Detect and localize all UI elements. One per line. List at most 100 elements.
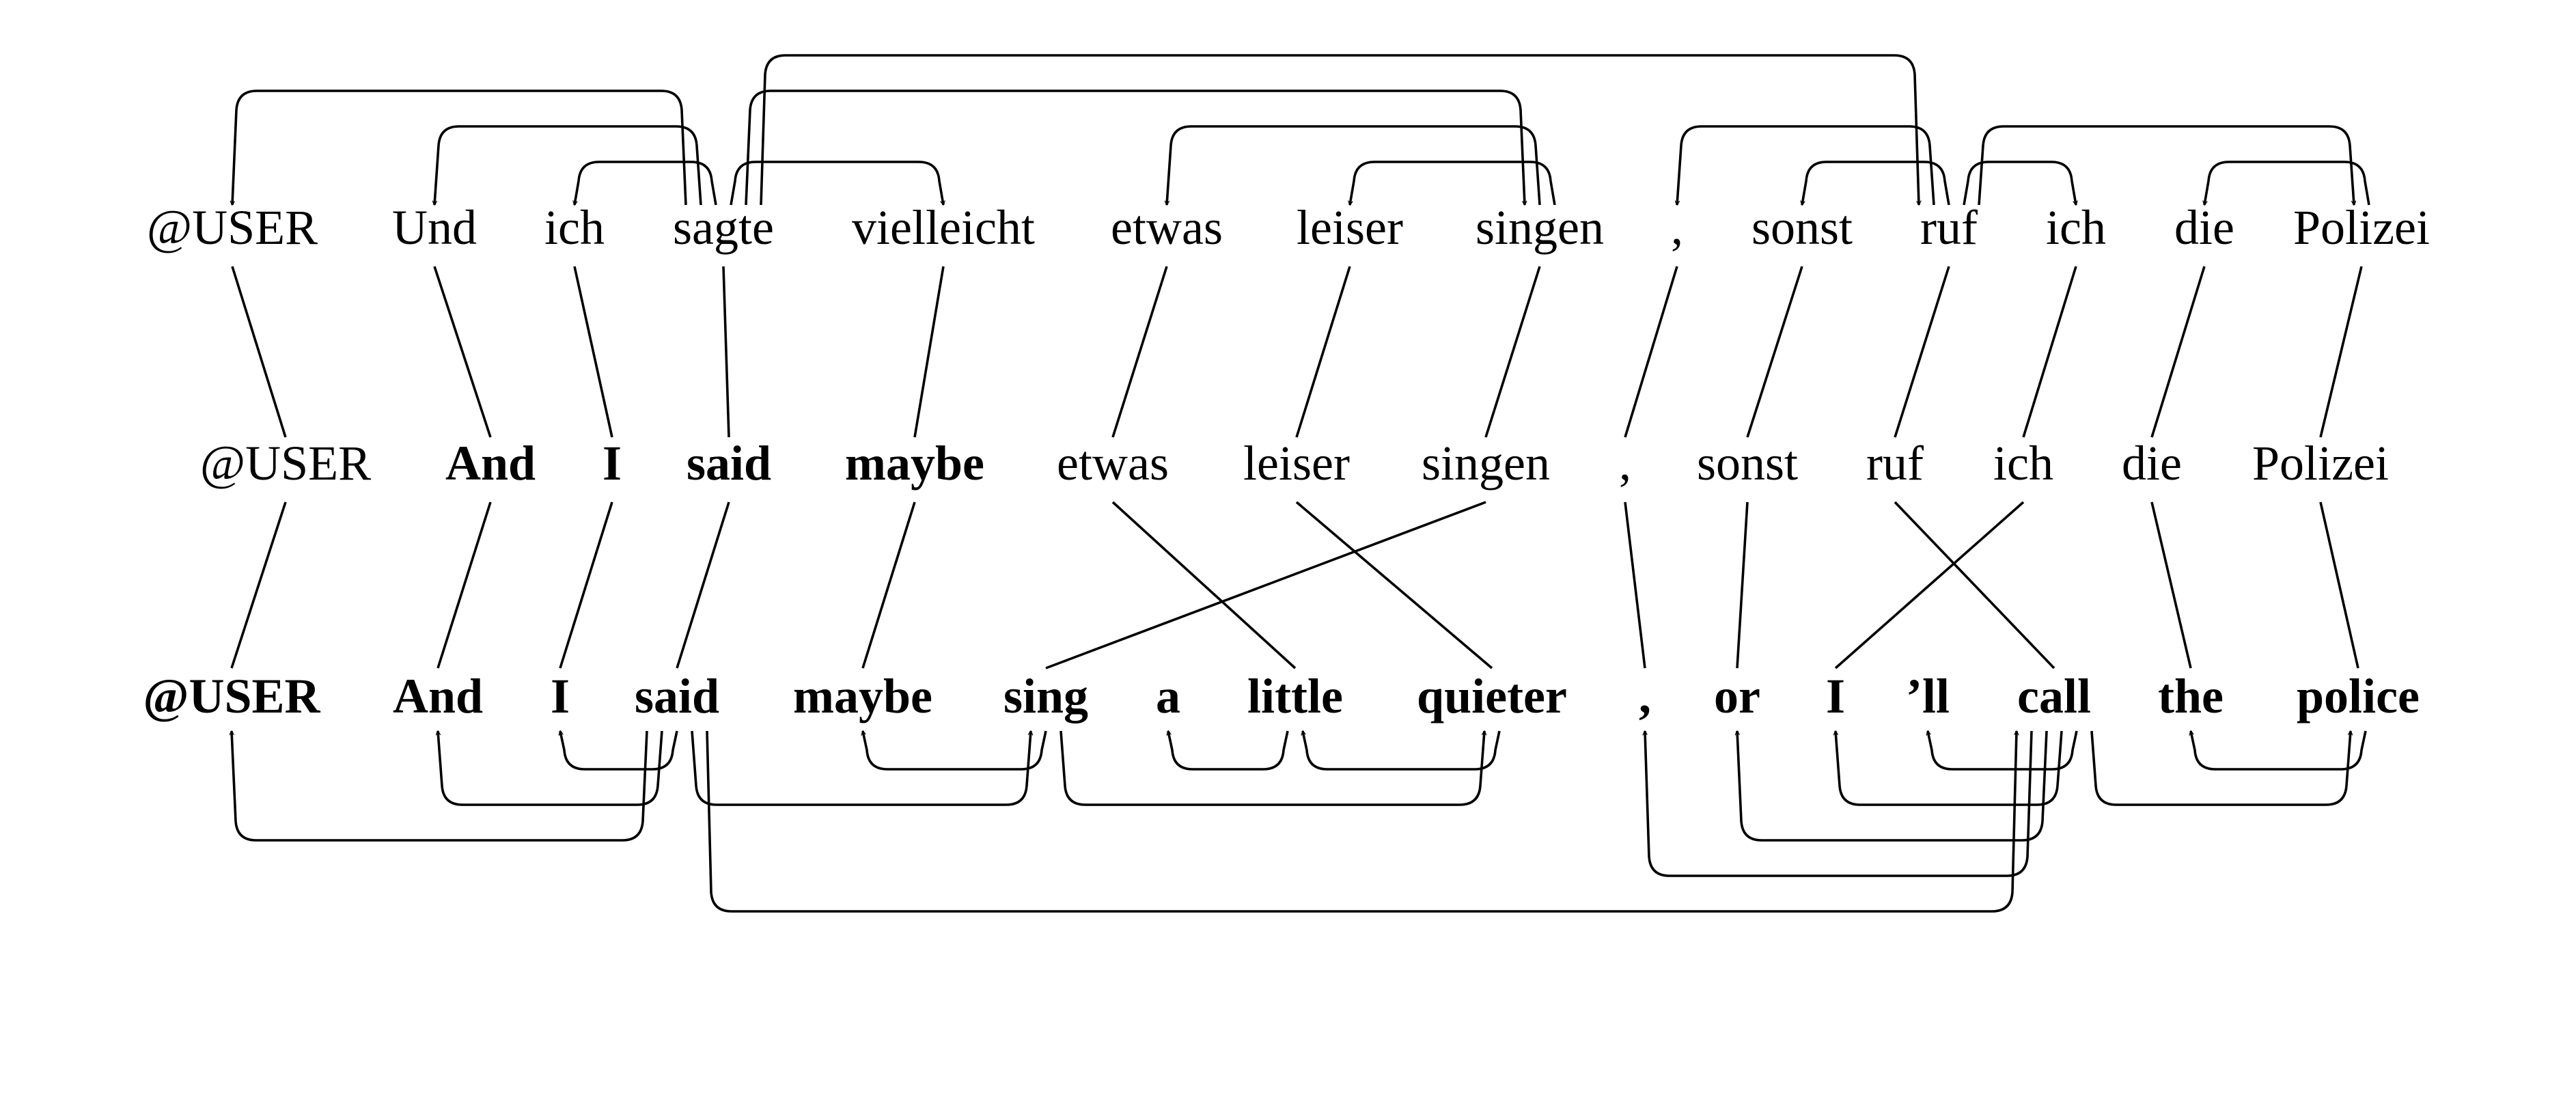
- alignment-line: [722, 266, 730, 438]
- alignment-line: [2150, 501, 2192, 669]
- dependency-arc: [863, 731, 1047, 771]
- token: Polizei: [2252, 436, 2389, 491]
- alignment-line: [1295, 266, 1351, 438]
- token: said: [635, 669, 719, 723]
- token: leiser: [1243, 436, 1350, 491]
- token: etwas: [1057, 436, 1169, 491]
- dependency-arc: [2090, 731, 2351, 806]
- alignment-line: [676, 501, 730, 669]
- dependency-arc: [1928, 731, 2078, 771]
- token: quieter: [1417, 669, 1567, 723]
- token: sagte: [673, 200, 774, 255]
- token: a: [1156, 669, 1180, 723]
- dependency-arc: [745, 89, 1525, 205]
- token: sonst: [1751, 200, 1853, 255]
- token: Und: [392, 200, 477, 255]
- token: ruf: [1920, 200, 1978, 255]
- alignment-line: [1624, 501, 1646, 669]
- token: @USER: [200, 436, 371, 491]
- alignment-line: [2319, 501, 2359, 669]
- token: ich: [544, 200, 605, 255]
- token: ich: [1993, 436, 2053, 491]
- dependency-arc: [1167, 125, 1541, 205]
- token: I: [551, 669, 570, 723]
- alignment-lines: [230, 266, 2363, 670]
- token-rows: @USER Und ich sagte vielleicht etwas leiser sin…: [143, 200, 2430, 723]
- dependency-arc: [2191, 731, 2367, 771]
- token: sing: [1003, 669, 1088, 723]
- token: said: [687, 436, 771, 491]
- alignment-line: [2319, 266, 2363, 438]
- alignment-line: [437, 501, 492, 669]
- token: ich: [2046, 200, 2106, 255]
- dependency-arc: [1645, 731, 2033, 877]
- dependency-arc: [232, 89, 687, 205]
- token: Polizei: [2293, 200, 2430, 255]
- token: I: [603, 436, 622, 491]
- token: die: [2122, 436, 2182, 491]
- alignment-line: [230, 501, 287, 669]
- alignment-line: [573, 266, 613, 438]
- dependency-arc: [760, 54, 1919, 205]
- alignment-line: [861, 501, 916, 669]
- dependency-arc: [1963, 161, 2076, 205]
- dependency-arc: [1168, 731, 1289, 771]
- dependency-arc: [232, 731, 648, 842]
- token: maybe: [845, 436, 984, 491]
- alignment-line: [913, 266, 945, 438]
- dependency-arc: [560, 731, 678, 771]
- dependency-arc: [438, 731, 663, 806]
- dependency-arc: [1802, 161, 1950, 205]
- alignment-line: [2022, 266, 2077, 438]
- token: singen: [1476, 200, 1604, 255]
- alignment-line: [1295, 501, 1493, 670]
- token: etwas: [1111, 200, 1223, 255]
- dependency-arcs: [232, 54, 2370, 913]
- alignment-line: [1894, 501, 2055, 670]
- token: the: [2158, 669, 2224, 723]
- token: vielleicht: [852, 200, 1035, 255]
- alignment-line: [1045, 501, 1486, 670]
- token: I: [1826, 669, 1845, 723]
- token: sonst: [1697, 436, 1798, 491]
- token: police: [2297, 669, 2420, 723]
- token: or: [1714, 669, 1760, 723]
- alignment-line: [1111, 501, 1297, 670]
- token: ruf: [1866, 436, 1924, 491]
- dependency-arc: [1978, 125, 2354, 205]
- alignment-line: [433, 266, 492, 438]
- dependency-arc: [730, 161, 943, 205]
- alignment-line: [559, 501, 613, 669]
- dependency-arc: [691, 731, 1031, 806]
- token: leiser: [1297, 200, 1403, 255]
- token: maybe: [793, 669, 932, 723]
- dependency-arc: [706, 731, 2017, 913]
- alignment-line: [1746, 266, 1803, 438]
- dependency-arc: [1350, 161, 1556, 205]
- dependency-arc: [1836, 731, 2063, 806]
- alignment-line: [1834, 501, 2025, 670]
- dependency-arc: [1303, 731, 1501, 771]
- alignment-line: [1111, 266, 1168, 438]
- dependency-arc: [1677, 125, 1935, 205]
- alignment-line: [1484, 266, 1541, 438]
- token: die: [2174, 200, 2234, 255]
- token: @USER: [143, 669, 320, 723]
- alignment-line: [231, 266, 287, 438]
- dependency-arc: [1737, 731, 2048, 842]
- dependency-arc: [574, 161, 717, 205]
- source-row: @USER Und ich sagte vielleicht etwas leiser sin…: [147, 200, 2430, 255]
- token: And: [393, 669, 483, 723]
- dependency-arc: [1060, 731, 1484, 806]
- token: ,: [1639, 669, 1651, 723]
- dependency-arc: [434, 125, 702, 205]
- alignment-line: [2150, 266, 2206, 438]
- token: @USER: [147, 200, 318, 255]
- token: singen: [1422, 436, 1550, 491]
- token: ,: [1619, 436, 1631, 491]
- dependency-arc: [2204, 161, 2370, 205]
- token: little: [1247, 669, 1343, 723]
- token: ,: [1671, 200, 1683, 255]
